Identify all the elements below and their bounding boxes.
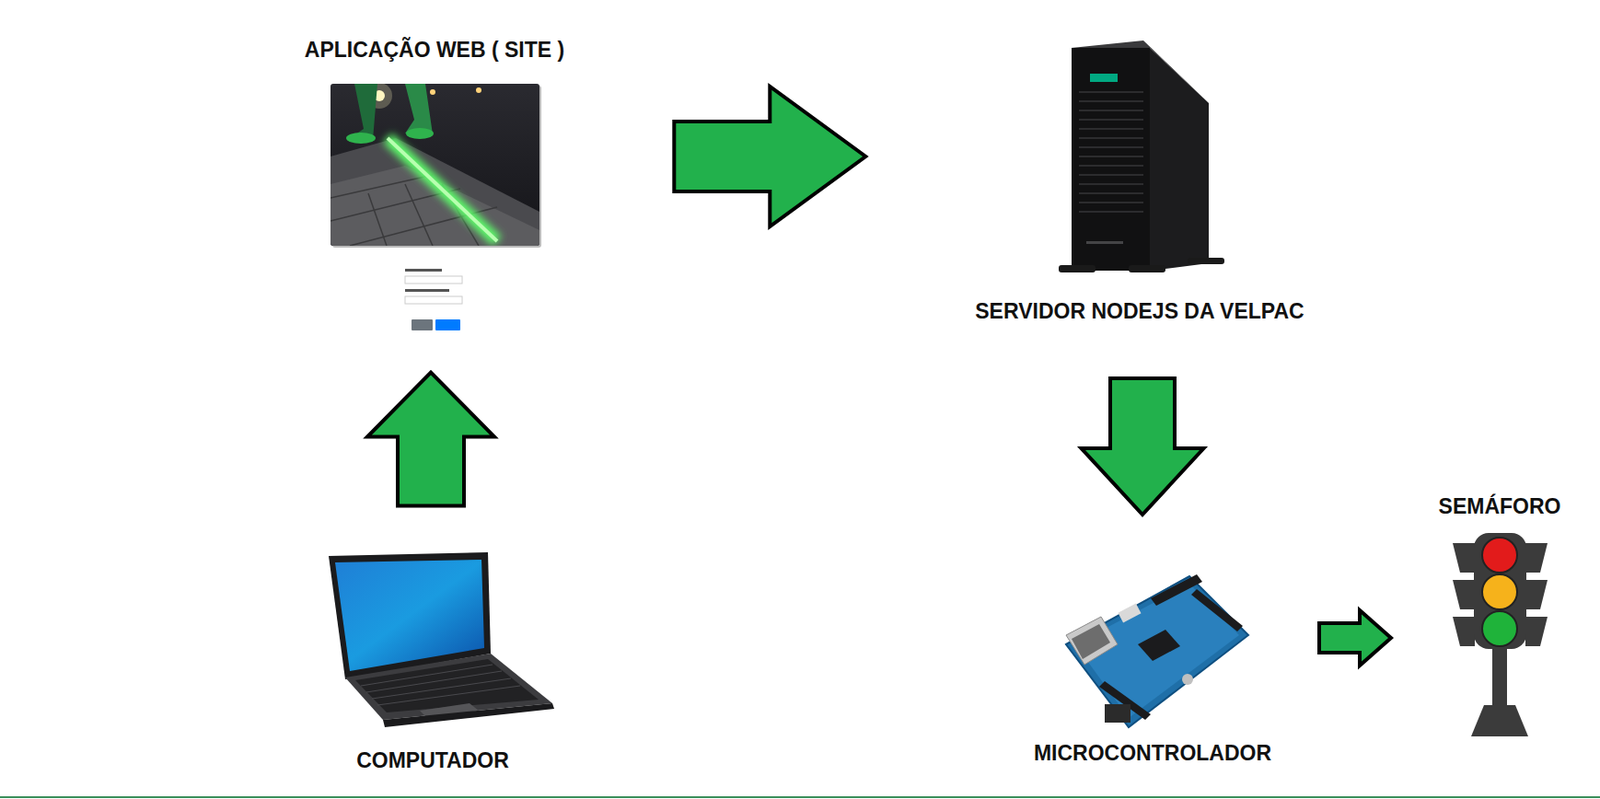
server-tower <box>1078 109 1144 112</box>
server-tower <box>1128 265 1166 273</box>
laptop-icon <box>328 552 555 728</box>
microcontroller-board <box>1191 589 1243 632</box>
server-tower <box>1086 241 1124 244</box>
microcontroller-board <box>1117 603 1141 624</box>
traffic-light <box>1452 533 1548 737</box>
traffic-light <box>1473 533 1527 650</box>
website-photo <box>346 132 376 144</box>
server-tower <box>1071 47 1150 271</box>
web-app-node: APLICAÇÃO WEB ( SITE ) <box>299 36 571 334</box>
node-label: COMPUTADOR <box>313 747 553 774</box>
traffic-light <box>1525 543 1548 573</box>
server-tower <box>1058 265 1096 273</box>
block-arrow <box>1081 378 1205 515</box>
computer-node: COMPUTADOR <box>313 544 553 774</box>
laptop-icon <box>360 664 521 706</box>
website-photo <box>405 83 433 135</box>
server-tower <box>1078 127 1144 130</box>
web-form <box>405 268 463 331</box>
server-tower <box>1058 40 1225 273</box>
microcontroller-board <box>1066 574 1249 728</box>
traffic-light <box>1452 616 1475 647</box>
traffic-light <box>1525 616 1548 647</box>
website-photo <box>330 138 540 246</box>
traffic-light <box>1525 579 1548 610</box>
website-photo <box>330 83 540 246</box>
laptop-icon <box>377 685 521 706</box>
server-tower <box>1078 137 1144 140</box>
traffic-light <box>1452 579 1475 610</box>
website-photo <box>330 82 542 248</box>
microcontroller-board <box>1137 629 1181 661</box>
node-label: SERVIDOR NODEJS DA VELPAC <box>969 298 1311 325</box>
microcontroller-board <box>1071 624 1111 660</box>
laptop-icon <box>382 703 555 728</box>
web-form <box>405 276 463 284</box>
web-form <box>435 319 461 331</box>
laptop-icon <box>371 678 511 699</box>
bottom-rule <box>0 796 1600 799</box>
traffic-light <box>1471 705 1529 737</box>
block-arrow <box>673 86 866 227</box>
website-photo <box>405 127 434 140</box>
server-tower <box>1078 192 1144 195</box>
website-photo <box>429 89 436 95</box>
server-tower <box>1149 47 1209 271</box>
server-tower <box>1078 201 1144 204</box>
node-label: SEMÁFORO <box>1433 493 1567 520</box>
laptop-icon <box>335 559 485 672</box>
website-photo <box>387 138 498 242</box>
microcontroller-node: MICROCONTROLADOR <box>1028 568 1278 766</box>
website-photo <box>368 193 387 246</box>
traffic-light <box>1482 537 1518 573</box>
server-tower <box>1078 183 1144 186</box>
node-label: APLICAÇÃO WEB ( SITE ) <box>299 36 571 63</box>
traffic-light <box>1482 611 1518 647</box>
microcontroller-board <box>1150 574 1203 606</box>
web-form <box>411 319 433 331</box>
server-tower <box>1078 173 1144 176</box>
server-tower <box>1078 91 1144 93</box>
web-form <box>405 268 442 272</box>
traffic-light <box>1492 648 1508 708</box>
traffic-light <box>1452 543 1475 573</box>
server-tower <box>1187 257 1225 265</box>
server-tower <box>1078 100 1144 103</box>
microcontroller-board <box>1066 616 1118 665</box>
website-photo <box>330 83 540 246</box>
web-form <box>405 296 463 304</box>
block-arrow <box>367 372 495 507</box>
web-form <box>405 289 450 292</box>
node-label: MICROCONTROLADOR <box>1028 740 1278 766</box>
website-photo <box>405 184 433 246</box>
server-tower <box>1078 164 1144 167</box>
server-tower <box>1089 73 1118 82</box>
traffic-light <box>1482 574 1518 610</box>
microcontroller-board <box>1104 704 1131 723</box>
website-photo <box>330 174 433 198</box>
website-photo <box>387 138 498 242</box>
laptop-icon <box>366 671 502 693</box>
traffic-light-node: SEMÁFORO <box>1433 493 1567 739</box>
laptop-icon <box>355 659 539 713</box>
block-arrow <box>1319 610 1392 666</box>
server-tower <box>1078 118 1144 121</box>
microcontroller-board <box>1182 673 1194 685</box>
server-tower <box>1078 210 1144 213</box>
website-photo <box>349 83 378 140</box>
server-tower <box>1078 155 1144 158</box>
server-tower <box>1078 146 1144 149</box>
server-tower <box>1078 92 1144 212</box>
server-node: SERVIDOR NODEJS DA VELPAC <box>969 36 1311 325</box>
website-photo <box>475 87 482 93</box>
